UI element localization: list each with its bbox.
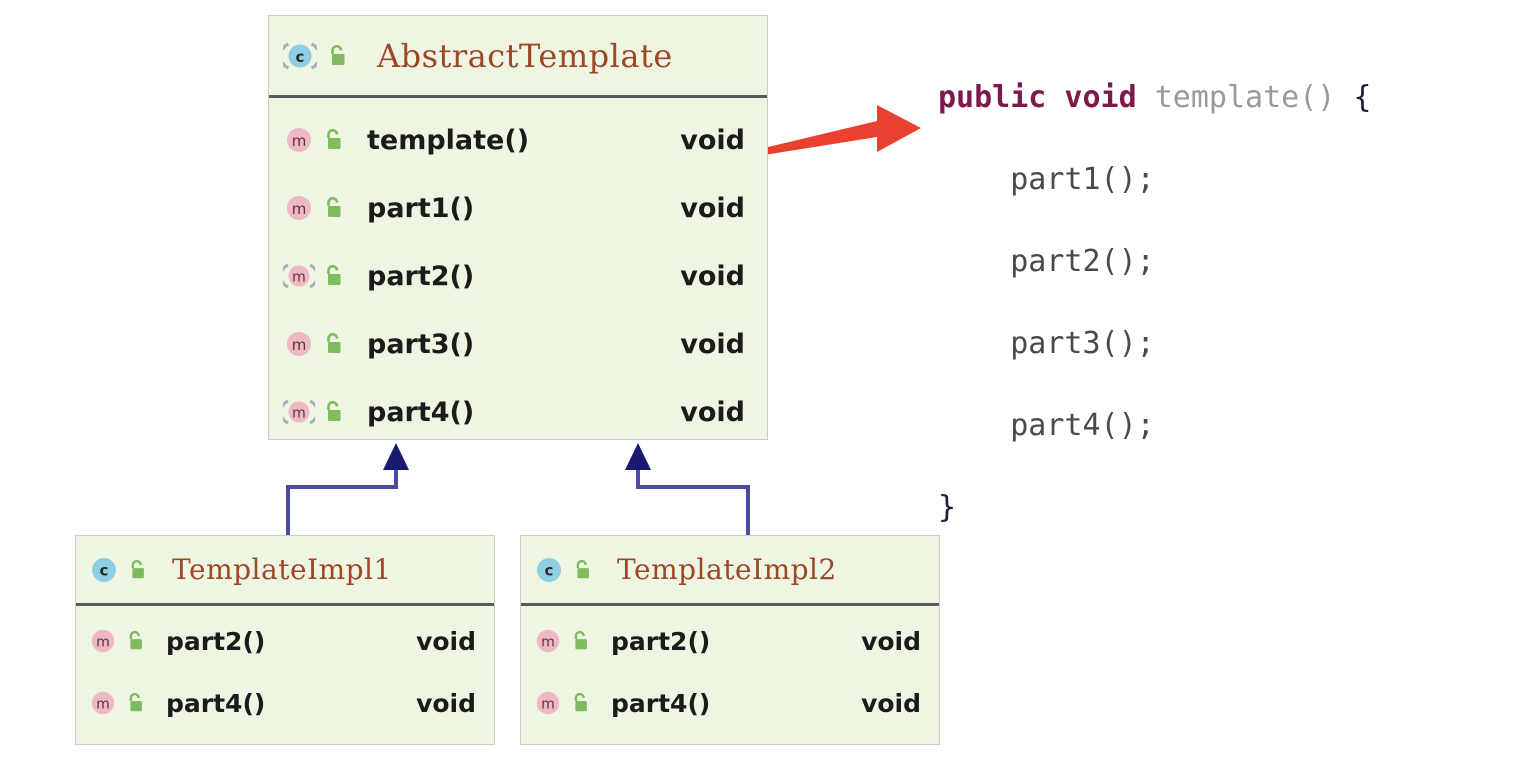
class-box-template-impl-1[interactable]: c TemplateImpl1 m [75, 535, 495, 745]
method-icon: m [283, 192, 315, 224]
inheritance-edge-impl1[interactable] [286, 443, 409, 535]
class-members-template-impl-1: m part2() void m [76, 606, 494, 738]
public-unlock-icon [325, 43, 349, 69]
svg-text:c: c [545, 561, 554, 579]
member-name-label: part4() [367, 396, 475, 428]
method-icon: m [283, 328, 315, 360]
public-unlock-icon [321, 331, 345, 357]
class-icon: c [533, 554, 565, 586]
svg-text:m: m [292, 406, 306, 422]
method-icon: m [533, 626, 563, 656]
svg-text:m: m [292, 132, 307, 150]
code-line-2: part2(); [938, 244, 1155, 279]
member-name-label: part2() [367, 260, 475, 292]
svg-text:m: m [292, 270, 306, 286]
class-box-template-impl-2[interactable]: c TemplateImpl2 m [520, 535, 940, 745]
member-row[interactable]: m part3() void [283, 310, 745, 378]
svg-text:c: c [100, 561, 109, 579]
member-type-label: void [416, 626, 476, 656]
public-unlock-icon [126, 558, 148, 582]
class-icon: c [88, 554, 120, 586]
member-type-label: void [861, 688, 921, 718]
member-name-label: template() [367, 124, 530, 156]
class-name-label: TemplateImpl1 [172, 553, 392, 586]
svg-text:m: m [541, 635, 555, 651]
member-row[interactable]: m part1() void [283, 174, 745, 242]
svg-text:m: m [96, 635, 110, 651]
member-row[interactable]: m part4() void [533, 672, 921, 734]
code-line-signature: public void template() { [938, 77, 1372, 118]
abstract-class-icon: c [283, 39, 317, 73]
code-snippet: public void template() { part1(); part2(… [938, 36, 1372, 569]
class-name-label: TemplateImpl2 [617, 553, 837, 586]
class-header-abstract-template: c AbstractTemplate [269, 16, 767, 98]
member-name-label: part1() [367, 192, 475, 224]
method-icon: m [283, 124, 315, 156]
member-type-label: void [680, 328, 745, 360]
public-unlock-icon [321, 263, 345, 289]
public-unlock-icon [569, 691, 591, 715]
member-type-label: void [680, 396, 745, 428]
member-type-label: void [680, 260, 745, 292]
public-unlock-icon [571, 558, 593, 582]
inheritance-edge-impl2[interactable] [625, 443, 750, 535]
svg-text:m: m [292, 336, 307, 354]
member-row[interactable]: m part2() void [88, 610, 476, 672]
class-header-template-impl-2: c TemplateImpl2 [521, 536, 939, 606]
public-unlock-icon [124, 629, 146, 653]
member-type-label: void [416, 688, 476, 718]
member-row[interactable]: m part4() void [283, 378, 745, 446]
member-type-label: void [680, 124, 745, 156]
member-row[interactable]: m part2() void [533, 610, 921, 672]
method-icon: m [88, 626, 118, 656]
code-line-4: part4(); [938, 408, 1155, 443]
code-keywords: public void [938, 80, 1137, 115]
public-unlock-icon [569, 629, 591, 653]
member-row[interactable]: m part4() void [88, 672, 476, 734]
code-line-3: part3(); [938, 326, 1155, 361]
method-icon: m [533, 688, 563, 718]
public-unlock-icon [124, 691, 146, 715]
red-arrow-icon [764, 105, 921, 155]
public-unlock-icon [321, 195, 345, 221]
member-name-label: part3() [367, 328, 475, 360]
class-members-template-impl-2: m part2() void m [521, 606, 939, 738]
member-name-label: part2() [166, 626, 266, 656]
svg-text:m: m [541, 697, 555, 713]
svg-text:c: c [296, 48, 305, 66]
abstract-method-icon: m [283, 396, 315, 428]
public-unlock-icon [321, 399, 345, 425]
class-header-template-impl-1: c TemplateImpl1 [76, 536, 494, 606]
code-line-1: part1(); [938, 162, 1155, 197]
svg-text:m: m [292, 200, 307, 218]
member-row[interactable]: m template() void [283, 106, 745, 174]
class-box-abstract-template[interactable]: c AbstractTemplate m [268, 15, 768, 440]
abstract-method-icon: m [283, 260, 315, 292]
class-members-abstract-template: m template() void m [269, 98, 767, 454]
method-icon: m [88, 688, 118, 718]
code-method-name: template() [1136, 80, 1336, 115]
member-row[interactable]: m part2() void [283, 242, 745, 310]
callout-red-arrow [764, 105, 921, 155]
public-unlock-icon [321, 127, 345, 153]
svg-text:m: m [96, 697, 110, 713]
member-name-label: part2() [611, 626, 711, 656]
code-close-brace: } [938, 490, 957, 525]
member-name-label: part4() [611, 688, 711, 718]
member-name-label: part4() [166, 688, 266, 718]
code-open-brace: { [1335, 80, 1372, 115]
member-type-label: void [861, 626, 921, 656]
member-type-label: void [680, 192, 745, 224]
class-name-label: AbstractTemplate [377, 36, 673, 75]
